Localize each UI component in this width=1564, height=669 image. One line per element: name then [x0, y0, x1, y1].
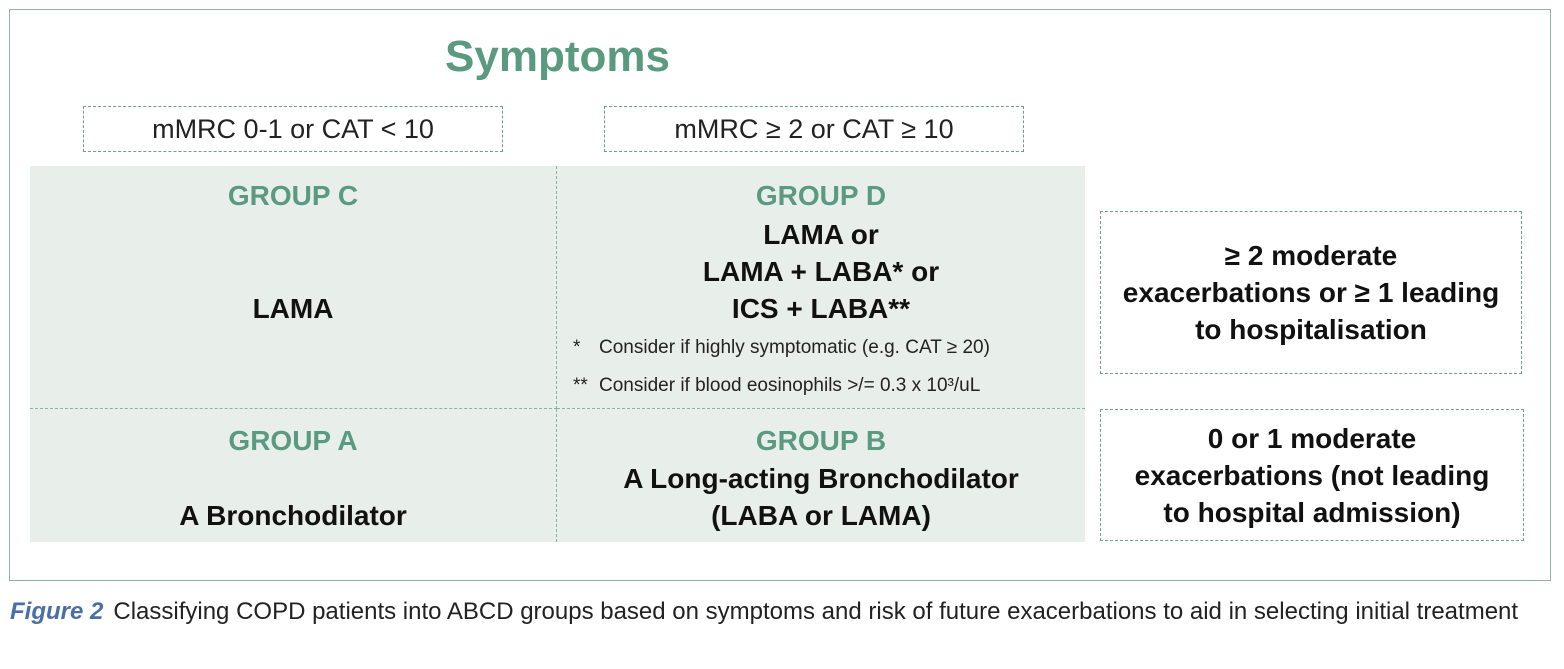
low-risk-line-2: exacerbations (not leading	[1134, 459, 1490, 491]
group-b-cell: GROUP B A Long-acting Bronchodilator (LA…	[557, 409, 1085, 542]
group-a-cell: GROUP A A Bronchodilator	[30, 409, 557, 542]
footnote-1-text: Consider if highly symptomatic (e.g. CAT…	[599, 337, 990, 358]
footnote-2: ** Consider if blood eosinophils >/= 0.3 …	[573, 375, 980, 397]
group-d-label: GROUP D	[755, 180, 887, 211]
high-risk-line-1: ≥ 2 moderate	[1224, 240, 1398, 271]
group-d-treatment-line-1: LAMA or	[763, 219, 879, 250]
footnote-2-text: Consider if blood eosinophils >/= 0.3 x …	[599, 375, 981, 396]
row-label-low-risk: 0 or 1 moderate exacerbations (not leadi…	[1100, 409, 1524, 541]
column-header-low-symptoms: mMRC 0-1 or CAT < 10	[83, 106, 503, 152]
group-d-treatment-line-3: ICS + LABA**	[731, 293, 911, 324]
low-risk-line-3: to hospital admission)	[1163, 496, 1461, 528]
group-c-cell: GROUP C LAMA	[30, 166, 557, 409]
group-c-treatment: LAMA	[252, 293, 334, 324]
figure-caption: Figure 2 Classifying COPD patients into A…	[10, 594, 1540, 629]
footnote-1: * Consider if highly symptomatic (e.g. CA…	[573, 337, 990, 359]
figure-caption-text: Classifying COPD patients into ABCD grou…	[113, 598, 1519, 625]
figure-label: Figure 2	[10, 598, 104, 625]
figure-frame	[9, 9, 1551, 581]
group-a-label: GROUP A	[228, 425, 358, 456]
group-c-label: GROUP C	[227, 180, 359, 211]
footnote-1-marker: *	[573, 337, 581, 358]
column-header-high-symptoms: mMRC ≥ 2 or CAT ≥ 10	[604, 106, 1024, 152]
group-b-treatment-line-2: (LABA or LAMA)	[711, 500, 931, 531]
symptoms-title: Symptoms	[445, 32, 670, 81]
high-risk-line-2: exacerbations or ≥ 1 leading	[1122, 277, 1500, 308]
group-b-label: GROUP B	[755, 425, 887, 456]
low-risk-line-1: 0 or 1 moderate	[1207, 422, 1417, 454]
footnote-2-marker: **	[573, 375, 588, 396]
group-d-treatment-line-2: LAMA + LABA* or	[702, 256, 940, 287]
high-risk-line-3: to hospitalisation	[1195, 314, 1427, 345]
row-label-high-risk: ≥ 2 moderate exacerbations or ≥ 1 leadin…	[1100, 211, 1522, 374]
group-a-treatment: A Bronchodilator	[179, 500, 407, 531]
abcd-grid: GROUP C LAMA GROUP D LAMA or LAMA + LABA…	[30, 166, 1085, 542]
group-d-cell: GROUP D LAMA or LAMA + LABA* or ICS + LA…	[557, 166, 1085, 409]
group-b-treatment-line-1: A Long-acting Bronchodilator	[623, 463, 1019, 494]
